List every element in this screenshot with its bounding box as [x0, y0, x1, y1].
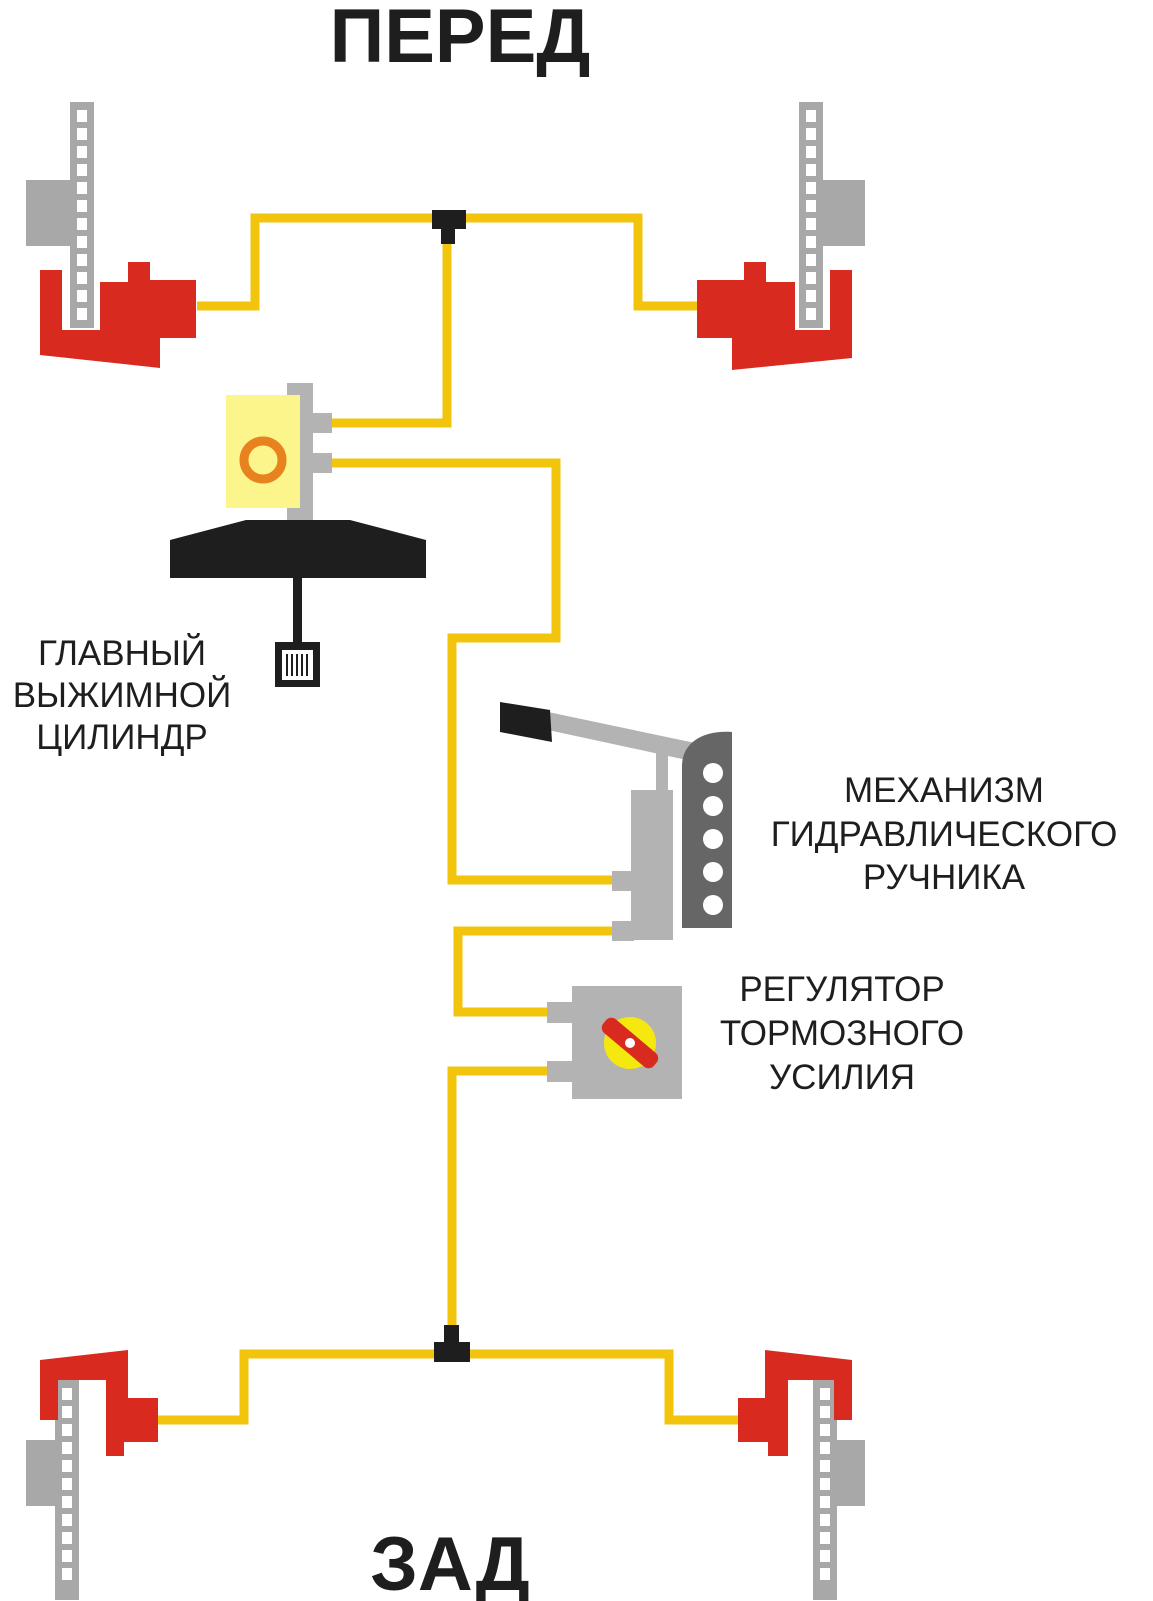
handbrake-link [656, 748, 668, 794]
master-cylinder-label-line-1: ГЛАВНЫЙ [38, 633, 206, 673]
brake-line-regulator-to-rear [447, 1066, 547, 1354]
brake-line-rear-left [158, 1349, 452, 1425]
master-cylinder-label-line-2: ВЫЖИМНОЙ [13, 675, 232, 715]
master-cylinder-port-front [310, 413, 332, 433]
brake-pedal [170, 520, 426, 578]
front-tee-connector [432, 210, 466, 244]
rear-left-caliper [40, 1350, 158, 1456]
brake-line-front-right [447, 213, 700, 311]
front-left-wheel [26, 102, 196, 368]
master-cylinder-label-line-3: ЦИЛИНДР [36, 718, 208, 757]
rear-right-wheel [738, 1350, 865, 1600]
hydraulic-handbrake-label-line-2: ГИДРАВЛИЧЕСКОГО [771, 815, 1118, 854]
regulator-port-in [547, 1002, 575, 1023]
master-cylinder-port-rear [310, 453, 332, 473]
hydraulic-handbrake-label-line-3: РУЧНИКА [863, 858, 1026, 897]
handbrake-cylinder [631, 790, 673, 940]
brake-line-rear-right [452, 1349, 750, 1425]
handbrake-lever-arm [548, 712, 700, 762]
hydraulic-handbrake-label-line-1: МЕХАНИЗМ [844, 771, 1044, 810]
brake-bias-regulator-label-line-3: УСИЛИЯ [769, 1058, 915, 1097]
regulator-pivot [625, 1038, 635, 1048]
pedal-rod [293, 576, 302, 644]
regulator-port-out [547, 1061, 575, 1082]
rear-right-brake-disc [813, 1380, 837, 1600]
front-right-brake-disc [799, 102, 823, 328]
fluid-reservoir [226, 395, 300, 508]
rear-tee-connector [434, 1325, 470, 1362]
brake-lines [158, 213, 750, 1425]
master-cylinder [170, 383, 426, 687]
handbrake-port-out [612, 921, 634, 941]
pedal-pad [275, 642, 320, 687]
front-right-wheel [697, 102, 865, 370]
handbrake-port-in [612, 871, 634, 891]
rear-left-wheel [26, 1350, 158, 1600]
front-left-caliper [40, 262, 196, 368]
brake-line-front-left [197, 213, 447, 311]
brake-line-rear-feed [330, 458, 612, 885]
front-heading: ПЕРЕД [330, 0, 591, 79]
rear-heading: ЗАД [370, 1522, 529, 1601]
brake-bias-regulator-label-line-1: РЕГУЛЯТОР [739, 970, 944, 1009]
brake-bias-regulator-label: РЕГУЛЯТОР ТОРМОЗНОГО УСИЛИЯ [720, 970, 964, 1097]
front-right-hub [817, 180, 865, 246]
brake-bias-regulator-label-line-2: ТОРМОЗНОГО [720, 1014, 964, 1053]
front-left-brake-disc [70, 102, 94, 328]
brake-line-handbrake-to-regulator [453, 926, 612, 1017]
rear-right-caliper [738, 1350, 852, 1456]
brake-line-front-feed [330, 222, 452, 428]
reservoir-cap-ring [239, 436, 287, 484]
front-left-hub [26, 180, 74, 246]
hydraulic-handbrake-label: МЕХАНИЗМ ГИДРАВЛИЧЕСКОГО РУЧНИКА [771, 771, 1118, 897]
rear-left-brake-disc [55, 1380, 79, 1600]
master-cylinder-label: ГЛАВНЫЙ ВЫЖИМНОЙ ЦИЛИНДР [13, 633, 232, 757]
front-right-caliper [697, 262, 852, 370]
hydraulic-handbrake [500, 702, 732, 941]
handbrake-lever-handle [500, 702, 552, 742]
handbrake-quadrant-holes [703, 763, 723, 915]
brake-bias-regulator [547, 986, 682, 1099]
